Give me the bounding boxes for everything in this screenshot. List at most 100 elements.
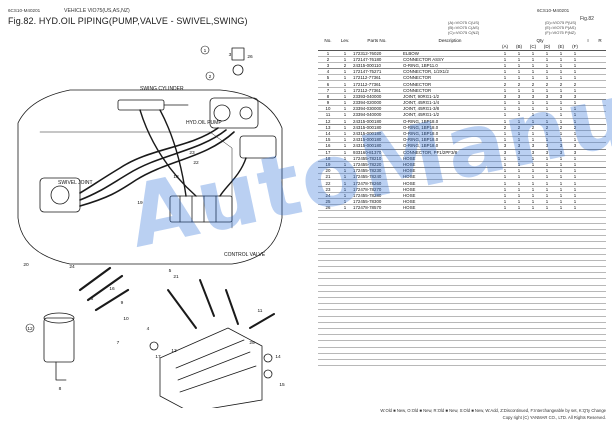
cell-no: 26 [318, 204, 338, 212]
svg-text:7: 7 [117, 340, 120, 346]
cell-qty: 1 [568, 118, 583, 125]
hose-fitting [94, 288, 130, 312]
cell-i [582, 149, 595, 156]
cell-empty [526, 210, 540, 218]
cell-empty [554, 210, 568, 218]
hose-fitting [78, 266, 112, 292]
cell-qty: 1 [568, 179, 583, 187]
cell-description: JOINT, 45RG1-1/2 [402, 111, 498, 119]
cell-empty [582, 217, 595, 224]
cell-empty [352, 285, 402, 292]
cell-empty [582, 303, 595, 311]
cell-empty [402, 260, 498, 268]
cell-empty [318, 322, 338, 329]
cell-empty [512, 260, 526, 268]
cell-no: 19 [318, 161, 338, 169]
cell-i [582, 173, 595, 181]
cell-qty: 3 [568, 149, 583, 156]
cell-empty [526, 272, 540, 280]
cell-qty: 1 [568, 62, 583, 70]
cell-i [582, 68, 595, 76]
cell-parts-no: 172478-78270 [352, 186, 402, 193]
cell-qty: 1 [526, 111, 540, 119]
cell-empty [526, 322, 540, 329]
cell-qty: 1 [498, 167, 512, 175]
table-row-empty [318, 285, 607, 292]
cell-lev: 1 [338, 130, 352, 138]
svg-text:23: 23 [189, 150, 195, 156]
cell-qty: 1 [512, 118, 526, 125]
cell-qty: 1 [568, 136, 583, 144]
cell-empty [338, 359, 352, 367]
hose-line [159, 109, 187, 197]
cell-qty: 1 [512, 111, 526, 119]
cell-qty: 1 [554, 192, 568, 200]
swivel-core [50, 185, 70, 205]
cell-qty: 1 [512, 130, 526, 138]
cell-empty [318, 291, 338, 299]
cell-empty [540, 223, 554, 230]
col-header-qty: Qty [536, 38, 544, 43]
cell-qty: 2 [540, 80, 554, 88]
cell-qty: 3 [540, 149, 554, 156]
col-header-r: R [598, 38, 602, 43]
cell-qty: 1 [498, 111, 512, 119]
cell-empty [582, 278, 595, 286]
cell-empty [568, 303, 583, 311]
svg-text:12: 12 [27, 326, 33, 332]
cell-qty: 1 [568, 99, 583, 107]
legend-line: (C)=VIO75 C(NZ) [448, 30, 480, 35]
cell-qty: 2 [526, 124, 540, 131]
cell-description: O-RING, 1BP18.0 [402, 118, 498, 125]
cell-lev: 1 [338, 142, 352, 150]
cell-empty [338, 272, 352, 280]
cell-empty [554, 322, 568, 329]
cell-qty: 2 [540, 124, 554, 131]
cell-qty: 1 [540, 167, 554, 175]
cell-empty [352, 248, 402, 255]
cell-r [594, 179, 607, 187]
cell-r [594, 136, 607, 144]
cell-description: HOSE [402, 186, 498, 193]
cell-lev: 1 [338, 179, 352, 187]
cell-description: CONNECTOR [402, 74, 498, 82]
cell-empty [554, 340, 568, 348]
cell-description: HOSE [402, 204, 498, 212]
cell-empty [594, 217, 607, 224]
cell-empty [568, 297, 583, 305]
hose-line [139, 109, 197, 197]
cell-qty: 1 [498, 87, 512, 94]
cell-no: 2 [318, 56, 338, 63]
cell-empty [318, 334, 338, 342]
cell-empty [526, 223, 540, 230]
cell-qty: 1 [554, 99, 568, 107]
cell-qty: 1 [540, 204, 554, 212]
cell-qty: 1 [498, 155, 512, 162]
svg-text:21: 21 [173, 274, 179, 280]
col-header-lev: Lev. [340, 38, 350, 43]
cell-qty: 1 [512, 105, 526, 113]
cell-empty [402, 297, 498, 305]
callout-4: 4 [147, 326, 150, 332]
cell-empty [498, 347, 512, 354]
cell-empty [554, 272, 568, 280]
cell-i [582, 87, 595, 94]
cell-lev: 1 [338, 198, 352, 206]
cell-empty [594, 285, 607, 292]
cell-qty: 1 [554, 155, 568, 162]
cell-r [594, 87, 607, 94]
cell-empty [582, 322, 595, 329]
cell-empty [338, 260, 352, 268]
cell-empty [318, 254, 338, 261]
cell-empty [568, 266, 583, 274]
cell-empty [582, 223, 595, 230]
cell-empty [352, 309, 402, 317]
cell-empty [568, 278, 583, 286]
cell-qty: 1 [498, 56, 512, 63]
cell-qty: 1 [554, 74, 568, 82]
cell-qty: 2 [498, 124, 512, 131]
cell-empty [594, 223, 607, 230]
